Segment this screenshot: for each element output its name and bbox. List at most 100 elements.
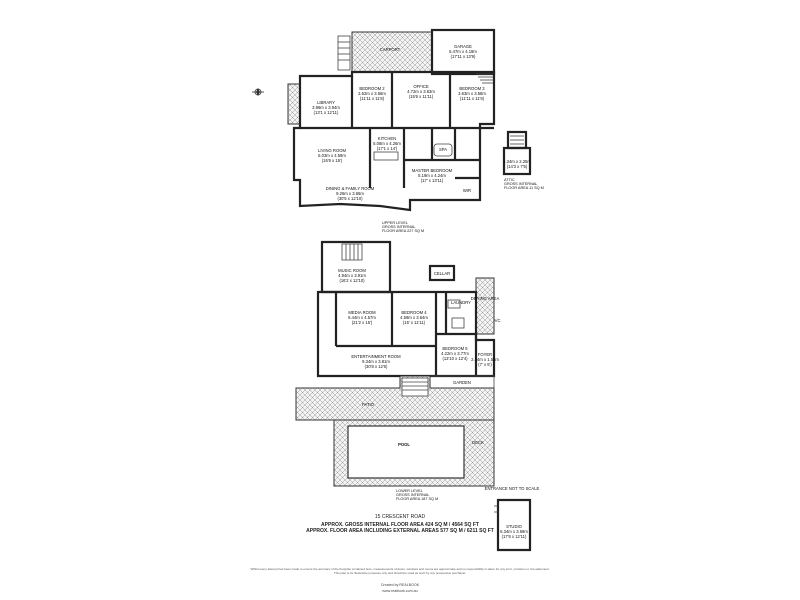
garden-label: GARDEN — [453, 380, 471, 385]
svg-text:PATIO: PATIO — [362, 402, 375, 407]
music-outline — [320, 240, 392, 294]
total-floor-area: APPROX. FLOOR AREA INCLUDING EXTERNAL AR… — [306, 528, 494, 534]
media-label: MEDIA ROOM 6.44m x 4.57m (21'2 x 15') — [348, 310, 376, 325]
svg-text:4.94m x 3.91m: 4.94m x 3.91m — [338, 273, 366, 278]
drying-label: DRYING AREA — [471, 296, 500, 301]
library-balcony — [287, 83, 301, 125]
svg-text:STUDIO: STUDIO — [506, 524, 523, 529]
pool-label: POOL — [398, 442, 410, 447]
svg-text:(11'11 x 11'9): (11'11 x 11'9) — [460, 96, 485, 101]
svg-text:(15' x 11'11): (15' x 11'11) — [403, 320, 426, 325]
svg-text:MASTER BEDROOM: MASTER BEDROOM — [412, 168, 453, 173]
cellar-room — [428, 264, 456, 282]
cellar-label: CELLAR — [434, 271, 450, 276]
svg-text:5.03m x 4.59m: 5.03m x 4.59m — [318, 153, 346, 158]
dining-label: DINING & FAMILY ROOM 9.26m x 3.66m (30'5… — [326, 186, 375, 201]
carport-area — [351, 31, 433, 73]
attic-imperial: (14'3 x 7'5) — [507, 164, 528, 169]
upper-outline — [292, 70, 496, 212]
svg-text:LIBRARY: LIBRARY — [317, 100, 335, 105]
svg-text:LAUNDRY: LAUNDRY — [451, 300, 471, 305]
svg-text:4.72m x 3.63m: 4.72m x 3.63m — [407, 89, 435, 94]
svg-text:MUSIC ROOM: MUSIC ROOM — [338, 268, 366, 273]
garage-steps — [476, 73, 494, 84]
svg-text:(17'6 x 12'11): (17'6 x 12'11) — [502, 534, 527, 539]
website-link[interactable]: www.realbook.com.au — [382, 589, 418, 593]
svg-text:KITCHEN: KITCHEN — [378, 136, 396, 141]
kitchen-label: KITCHEN 5.08m x 4.26m (17'1 x 14') — [373, 136, 401, 151]
svg-text:(17' x 13'11): (17' x 13'11) — [421, 178, 444, 183]
bedroom2-label: BEDROOM 2 3.62m x 3.56m (11'11 x 11'8) — [358, 86, 386, 101]
laundry-label: LAUNDRY — [451, 300, 471, 305]
office-label: OFFICE 4.72m x 3.63m (15'6 x 11'11) — [407, 84, 435, 99]
attic-caption: ATTIC GROSS INTERNAL FLOOR AREA 11 SQ M — [504, 178, 544, 190]
svg-text:GROSS INTERNAL: GROSS INTERNAL — [382, 225, 416, 229]
svg-text:DECK: DECK — [472, 440, 484, 445]
garage-room — [430, 28, 496, 76]
svg-text:9.26m x 3.66m: 9.26m x 3.66m — [336, 191, 364, 196]
svg-text:9.34m x 3.81m: 9.34m x 3.81m — [362, 359, 390, 364]
music-label: MUSIC ROOM 4.94m x 3.91m (16'2 x 12'10) — [338, 268, 366, 283]
svg-text:5.08m x 4.26m: 5.08m x 4.26m — [373, 141, 401, 146]
svg-text:GARAGE: GARAGE — [454, 44, 472, 49]
svg-text:5.47m x 4.19m: 5.47m x 4.19m — [449, 49, 477, 54]
svg-text:4.22m x 3.77m: 4.22m x 3.77m — [441, 351, 469, 356]
svg-text:FLOOR AREA 187 SQ M: FLOOR AREA 187 SQ M — [396, 497, 438, 501]
svg-text:4.59m x 3.64m: 4.59m x 3.64m — [400, 315, 428, 320]
svg-text:BEDROOM 2: BEDROOM 2 — [359, 86, 385, 91]
studio-building: STUDIO 5.34m x 3.69m (17'6 x 12'11) — [494, 498, 532, 552]
foyer-label: FOYER 2.14m x 1.53m (7' x 5') — [471, 352, 499, 367]
attic-dims: 4.34m x 2.25m — [503, 159, 531, 164]
upper-level-caption: UPPER LEVEL GROSS INTERNAL FLOOR AREA 22… — [382, 221, 424, 233]
svg-text:(13'1 x 12'11): (13'1 x 12'11) — [314, 110, 339, 115]
svg-text:MEDIA ROOM: MEDIA ROOM — [348, 310, 376, 315]
pool-water — [347, 425, 465, 479]
bedroom5-label: BEDROOM 5 4.22m x 3.77m (13'10 x 12'4) — [441, 346, 469, 361]
svg-text:(15'6 x 11'11): (15'6 x 11'11) — [409, 94, 434, 99]
svg-text:WIR: WIR — [463, 188, 471, 193]
address: 15 CRESCENT ROAD — [374, 514, 426, 520]
lower-interior-walls — [334, 292, 478, 376]
svg-text:GARDEN: GARDEN — [453, 380, 471, 385]
spa-tub — [433, 143, 453, 157]
library-label: LIBRARY 3.96m x 3.94m (13'1 x 12'11) — [312, 100, 340, 115]
svg-text:DINING & FAMILY ROOM: DINING & FAMILY ROOM — [326, 186, 375, 191]
entry-steps — [401, 377, 429, 397]
laundry-fixtures — [447, 299, 465, 329]
svg-text:ENTERTAINMENT ROOM: ENTERTAINMENT ROOM — [351, 354, 401, 359]
svg-text:DRYING AREA: DRYING AREA — [471, 296, 500, 301]
svg-text:(17'1 x 14'): (17'1 x 14') — [377, 146, 398, 151]
lower-stairs — [341, 243, 363, 261]
svg-text:(7' x 5'): (7' x 5') — [478, 362, 492, 367]
svg-text:OFFICE: OFFICE — [413, 84, 429, 89]
scale-note: ENTRANCE NOT TO SCALE — [485, 486, 540, 491]
credit: Created by REALBOOK — [380, 583, 420, 587]
lower-level-caption: LOWER LEVEL GROSS INTERNAL FLOOR AREA 18… — [396, 489, 438, 501]
garage-label: GARAGE 5.47m x 4.19m (17'11 x 13'9) — [449, 44, 477, 59]
svg-text:5.19m x 4.24m: 5.19m x 4.24m — [418, 173, 446, 178]
svg-text:SPA: SPA — [439, 147, 447, 152]
upper-level: CARPORT GARAGE 5.47m x 4.19m (17'11 x 13… — [287, 28, 496, 233]
svg-text:CARPORT: CARPORT — [380, 47, 401, 52]
svg-text:POOL: POOL — [398, 442, 410, 447]
svg-text:ATTIC: ATTIC — [504, 178, 515, 182]
svg-text:LOWER LEVEL: LOWER LEVEL — [396, 489, 423, 493]
bedroom4-label: BEDROOM 4 4.59m x 3.64m (15' x 11'11) — [400, 310, 428, 325]
svg-text:BEDROOM 5: BEDROOM 5 — [442, 346, 468, 351]
spa-label: SPA — [439, 147, 447, 152]
svg-text:FOYER: FOYER — [478, 352, 492, 357]
svg-text:FLOOR AREA 11 SQ M: FLOOR AREA 11 SQ M — [504, 186, 544, 190]
svg-text:(30'5 x 12'10): (30'5 x 12'10) — [337, 196, 363, 201]
svg-text:(16'6 x 15'): (16'6 x 15') — [322, 158, 343, 163]
svg-text:2.14m x 1.53m: 2.14m x 1.53m — [471, 357, 499, 362]
bedroom3-label: BEDROOM 3 3.63m x 3.58m (11'11 x 11'9) — [458, 86, 486, 101]
lower-outline — [316, 290, 496, 378]
svg-text:(16'2 x 12'10): (16'2 x 12'10) — [339, 278, 365, 283]
gross-internal-area: APPROX. GROSS INTERNAL FLOOR AREA 424 SQ… — [321, 522, 479, 528]
svg-text:UPPER LEVEL: UPPER LEVEL — [382, 221, 408, 225]
carport-label: CARPORT — [380, 47, 401, 52]
svg-text:(21'2 x 15'): (21'2 x 15') — [352, 320, 373, 325]
deck-label: DECK — [472, 440, 484, 445]
upper-interior-walls — [300, 72, 494, 188]
